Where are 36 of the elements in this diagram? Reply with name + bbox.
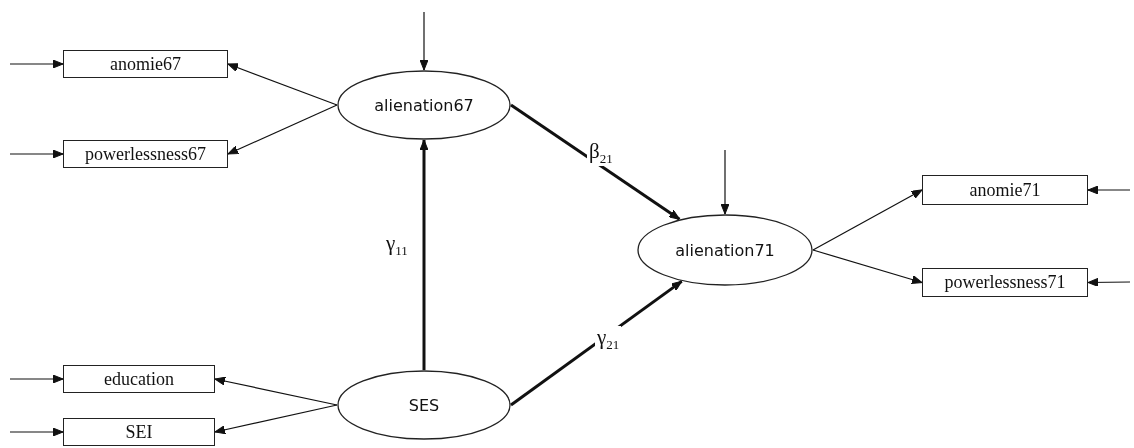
arrow [9,59,64,69]
arrow [214,404,338,435]
variable-name: SEI [125,421,153,443]
variable-name: powerlessness67 [85,143,206,165]
arrow [720,149,730,215]
variable-name: anomie67 [110,53,181,75]
observed-variable-box [63,50,228,78]
path-coefficient-label: β$_{21}$ [587,140,615,167]
arrow [9,374,64,384]
variable-name: SES [408,395,440,415]
arrow [1087,277,1131,287]
arrow [214,376,338,406]
observed-variable-box [63,418,215,446]
arrow [812,249,923,284]
observed-variable-box [922,175,1088,205]
variable-name: alienation67 [374,95,474,115]
latent-variable-ellipse [337,370,511,440]
latent-variable-ellipse [337,70,511,140]
latent-variable-ellipse [637,214,813,286]
variable-name: anomie71 [969,179,1041,201]
arrow [227,104,338,155]
arrow [510,280,683,407]
arrow [227,63,338,106]
arrow [419,11,429,71]
arrow [419,139,429,370]
variable-name: education [104,368,174,390]
observed-variable-box [63,365,215,393]
variable-name: alienation71 [675,240,775,260]
arrow [1087,185,1131,195]
arrow [510,103,681,221]
variable-name: powerlessness71 [944,272,1066,293]
observed-variable-box [63,140,228,168]
observed-variable-box [922,268,1088,297]
arrow [812,189,923,251]
arrow [9,427,64,437]
arrow [9,149,64,159]
